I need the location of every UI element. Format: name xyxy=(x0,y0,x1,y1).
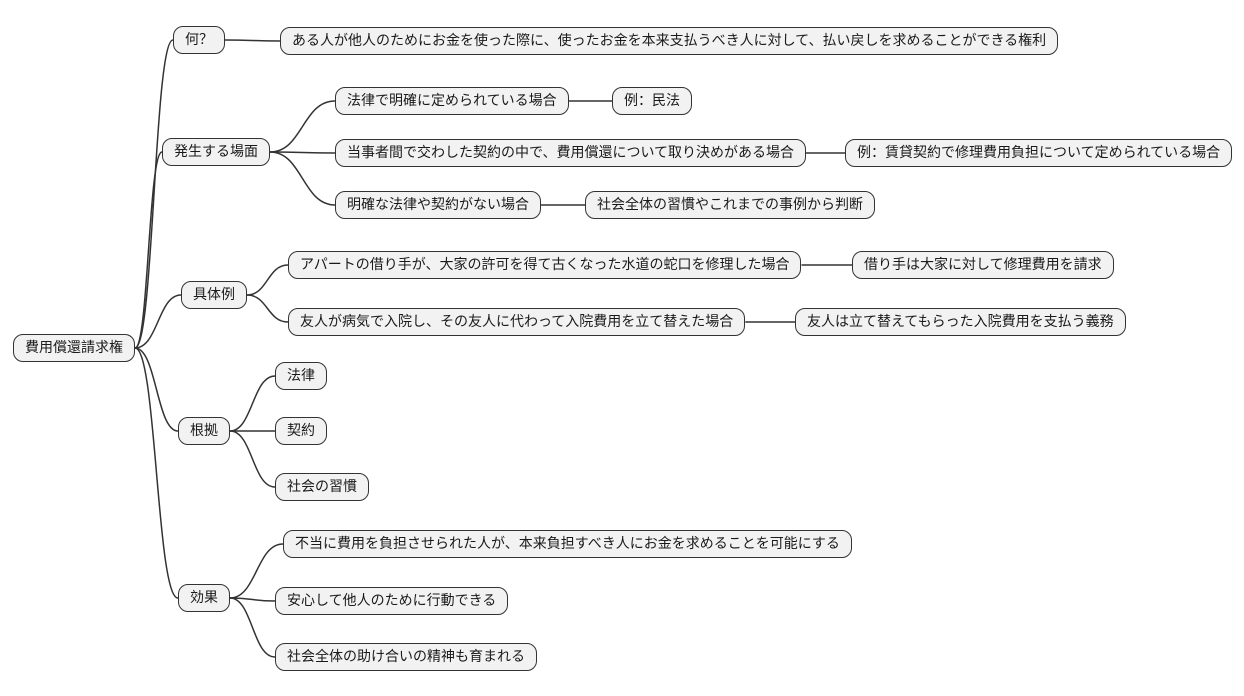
node-effect-claim: 不当に費用を負担させられた人が、本来負担すべき人にお金を求めることを可能にする xyxy=(283,530,852,558)
node-effect-secure: 安心して他人のために行動できる xyxy=(275,587,509,615)
node-basis-law: 法律 xyxy=(275,362,327,390)
node-occasion-none: 明確な法律や契約がない場合 xyxy=(335,191,541,219)
node-basis-contract: 契約 xyxy=(275,417,327,445)
node-effects: 効果 xyxy=(178,584,230,612)
edge-b1-b1c2 xyxy=(269,151,336,206)
edge-b2-b2c0 xyxy=(246,264,289,296)
node-example-friend-result: 友人は立て替えてもらった入院費用を支払う義務 xyxy=(795,308,1126,336)
edge-root-b4 xyxy=(134,347,179,599)
edge-b2-b2c1 xyxy=(246,294,289,323)
node-what-definition: ある人が他人のためにお金を使った際に、使ったお金を本来支払うべき人に対して、払い… xyxy=(280,27,1059,55)
node-occasion-contract: 当事者間で交わした契約の中で、費用償還について取り決めがある場合 xyxy=(335,139,807,167)
node-examples: 具体例 xyxy=(181,281,247,309)
edge-b1-b1c1 xyxy=(269,151,336,154)
edge-b4-b4c2 xyxy=(229,597,276,658)
edge-b3-b3c0 xyxy=(229,375,276,432)
edge-b4-b4c1 xyxy=(229,597,276,602)
edge-root-b0 xyxy=(134,39,174,349)
node-basis-custom: 社会の習慣 xyxy=(275,473,369,501)
node-example-apartment-result: 借り手は大家に対して修理費用を請求 xyxy=(852,251,1114,279)
edge-root-b1 xyxy=(134,151,163,349)
node-occasion-law: 法律で明確に定められている場合 xyxy=(335,87,569,115)
edge-root-b3 xyxy=(134,347,179,432)
edge-b1-b1c0 xyxy=(269,100,336,153)
node-occasion-law-example: 例：民法 xyxy=(612,87,692,115)
node-occasions: 発生する場面 xyxy=(162,138,270,166)
node-basis: 根拠 xyxy=(178,417,230,445)
node-root: 費用償還請求権 xyxy=(13,334,135,362)
node-effect-mutual-aid: 社会全体の助け合いの精神も育まれる xyxy=(275,643,537,671)
node-what: 何？ xyxy=(173,26,225,54)
node-example-friend: 友人が病気で入院し、その友人に代わって入院費用を立て替えた場合 xyxy=(288,308,746,336)
edge-b4-b4c0 xyxy=(229,543,284,599)
edge-b0-b0c0 xyxy=(224,39,281,42)
node-occasion-none-judgment: 社会全体の習慣やこれまでの事例から判断 xyxy=(585,191,875,219)
edge-root-b2 xyxy=(134,294,182,349)
node-occasion-contract-example: 例：賃貸契約で修理費用負担について定められている場合 xyxy=(845,139,1233,167)
edge-b3-b3c2 xyxy=(229,430,276,488)
node-example-apartment: アパートの借り手が、大家の許可を得て古くなった水道の蛇口を修理した場合 xyxy=(288,251,802,279)
